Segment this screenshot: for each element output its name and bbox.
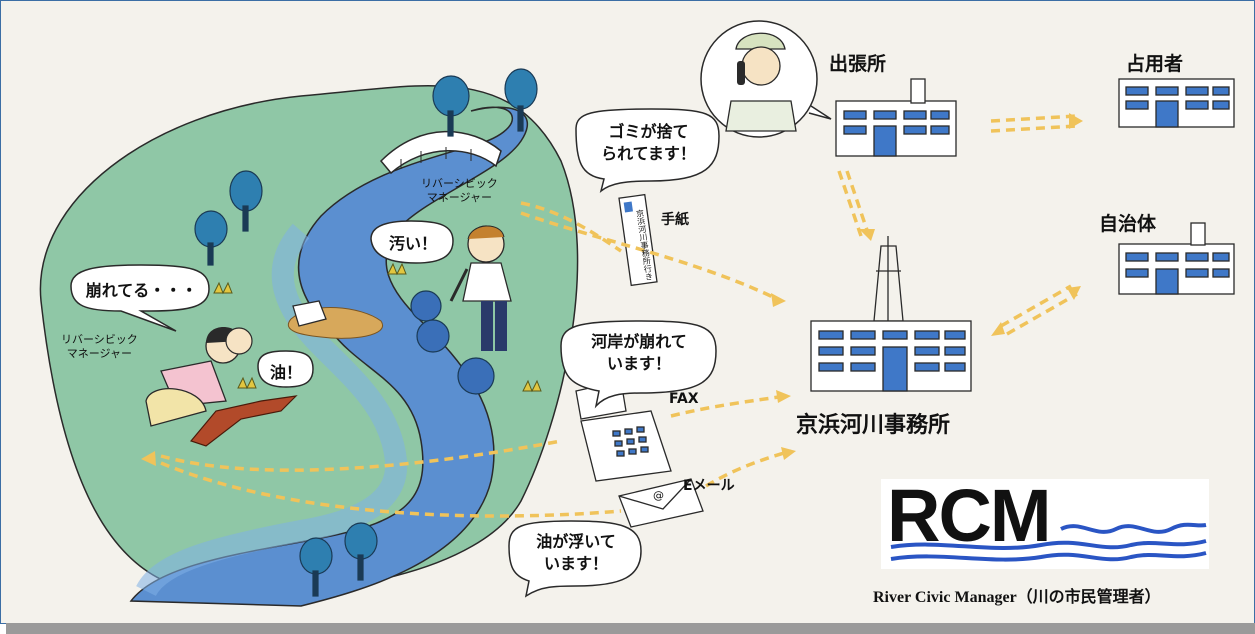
label-rcm-lower: リバーシビック マネージャー	[61, 333, 138, 360]
bubble-oil: 油！	[269, 363, 302, 382]
label-branch-office: 出張所	[829, 53, 887, 75]
building-branch-office-icon	[835, 78, 957, 157]
rcm-logo: RCM	[881, 474, 1209, 569]
tree-icon	[194, 68, 538, 597]
rcm-logo-subtitle: River Civic Manager（川の市民管理者）	[873, 589, 1161, 606]
building-main-office-icon	[810, 236, 972, 392]
illustration	[39, 20, 1235, 607]
bubble-collapsing: 崩れてる・・・	[85, 281, 198, 300]
bubble-oil-floating: 油が浮いて います！	[536, 532, 616, 573]
bubble-bank-collapse: 河岸が崩れて います！	[591, 332, 687, 373]
speech-bubbles	[70, 108, 720, 598]
label-occupant: 占用者	[1126, 53, 1184, 75]
bush-icon	[410, 290, 495, 395]
woman-figure	[145, 327, 253, 427]
label-fax: FAX	[669, 391, 699, 407]
label-email: Eメール	[683, 478, 735, 494]
label-main-office: 京浜河川事務所	[796, 413, 951, 438]
grass-icon	[213, 262, 542, 393]
bubble-trash: ゴミが捨て られてます！	[601, 122, 696, 163]
label-letter: 手紙	[661, 212, 689, 228]
collapsed-bank	[189, 395, 298, 447]
building-occupant-icon	[1118, 78, 1235, 128]
label-rcm-upper: リバーシビック マネージャー	[421, 177, 498, 204]
bridge-icon	[379, 130, 502, 175]
bubble-dirty: 汚い！	[388, 234, 437, 253]
letter-icon	[618, 193, 658, 287]
fax-machine-icon	[575, 380, 672, 482]
email-envelope-icon	[618, 478, 704, 528]
email-at-sign: @	[653, 489, 664, 502]
river-inner-band	[136, 223, 408, 597]
flow-arrows	[160, 114, 1078, 518]
oil-can-icon	[292, 300, 327, 327]
label-municipality: 自治体	[1099, 213, 1157, 235]
building-municipality-icon	[1118, 222, 1235, 295]
phone-operator-figure	[700, 20, 832, 138]
man-figure	[449, 225, 512, 351]
wave-icon	[890, 522, 1207, 562]
frame-shadow	[6, 623, 1255, 634]
arrow-heads	[141, 113, 1083, 466]
